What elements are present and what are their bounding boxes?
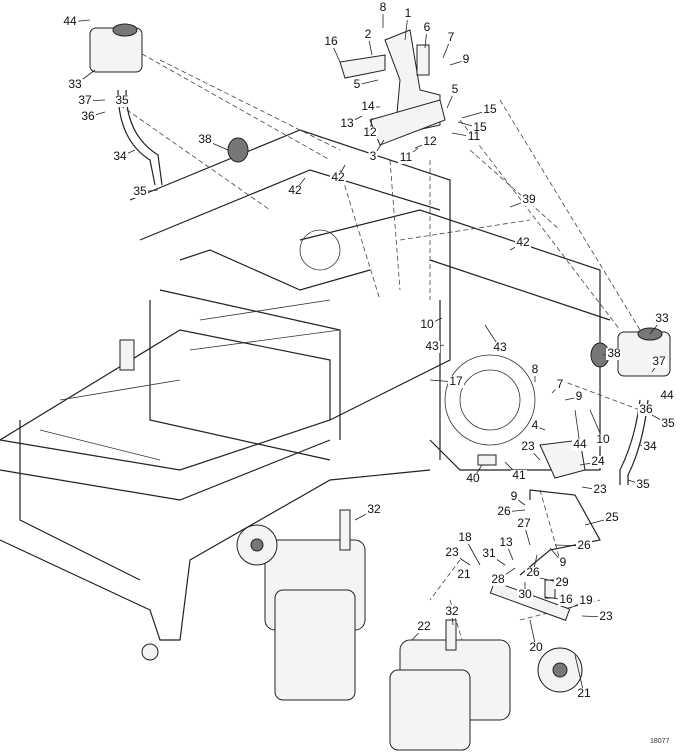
- part-callout: 1: [405, 6, 412, 20]
- part-callout: 15: [483, 102, 497, 116]
- part-callout: 7: [557, 377, 564, 391]
- part-callout: 22: [417, 619, 431, 633]
- part-callout: 29: [555, 575, 569, 589]
- part-callout: 21: [577, 686, 591, 700]
- leader-line: [574, 654, 585, 695]
- part-callout: 21: [457, 567, 471, 581]
- part-callout: 42: [331, 170, 345, 184]
- part-callout: 6: [424, 20, 431, 34]
- part-callout: 34: [113, 149, 127, 163]
- hydro-pump-right: [389, 619, 583, 751]
- part-callout: 19: [579, 593, 593, 607]
- part-callout: 13: [499, 535, 513, 549]
- part-callout: 35: [133, 184, 147, 198]
- part-callout: 23: [593, 482, 607, 496]
- part-callout: 44: [63, 14, 77, 28]
- part-callout: 9: [576, 389, 583, 403]
- part-callout: 8: [380, 0, 387, 14]
- part-callout: 30: [518, 587, 532, 601]
- part-callout: 4: [532, 418, 539, 432]
- part-callout: 23: [445, 545, 459, 559]
- part-callout: 35: [661, 416, 675, 430]
- part-callout: 20: [529, 640, 543, 654]
- part-callout: 12: [363, 125, 377, 139]
- part-callout: 39: [522, 192, 536, 206]
- part-callout: 26: [526, 565, 540, 579]
- part-callout: 36: [639, 402, 653, 416]
- part-callout: 36: [81, 109, 95, 123]
- part-callout: 3: [370, 149, 377, 163]
- part-callout: 7: [448, 30, 455, 44]
- part-callout: 31: [482, 546, 496, 560]
- part-callout: 5: [452, 82, 459, 96]
- part-callout: 28: [491, 572, 505, 586]
- part-callout: 43: [425, 339, 439, 353]
- part-callout: 26: [497, 504, 511, 518]
- part-callout: 42: [288, 183, 302, 197]
- part-callout: 10: [596, 432, 610, 446]
- part-callout: 27: [517, 516, 531, 530]
- part-callout: 40: [466, 471, 480, 485]
- part-callout: 14: [361, 99, 375, 113]
- part-callout: 24: [591, 454, 605, 468]
- part-callout: 37: [78, 93, 92, 107]
- part-callout: 44: [573, 437, 587, 451]
- part-callout: 44: [660, 388, 674, 402]
- part-callout: 11: [400, 150, 413, 164]
- part-callout: 38: [198, 132, 212, 146]
- part-callout: 25: [605, 510, 619, 524]
- part-callout: 33: [68, 77, 82, 91]
- part-callout: 42: [516, 235, 530, 249]
- part-callout: 33: [655, 311, 669, 325]
- part-callout: 32: [367, 502, 381, 516]
- part-callout: 34: [643, 439, 657, 453]
- seal-left: [227, 137, 249, 163]
- part-callout: 23: [521, 439, 535, 453]
- part-callout: 37: [652, 354, 666, 368]
- figure-number: 18077: [650, 738, 670, 745]
- mount-bracket: [339, 29, 446, 146]
- part-callout: 9: [511, 489, 518, 503]
- part-callout: 5: [354, 77, 361, 91]
- part-callout: 10: [420, 317, 434, 331]
- part-callout: 23: [599, 609, 613, 623]
- part-callout: 35: [115, 93, 129, 107]
- part-callout: 8: [532, 362, 539, 376]
- part-callout: 2: [365, 27, 372, 41]
- part-callout: 15: [473, 120, 487, 134]
- part-callout: 9: [560, 555, 567, 569]
- part-callout: 41: [512, 468, 526, 482]
- part-callout: 35: [636, 477, 650, 491]
- part-callout: 12: [423, 134, 437, 148]
- part-callout: 13: [340, 116, 354, 130]
- mower-frame: [0, 129, 611, 661]
- hydro-pump-left: [236, 509, 366, 701]
- part-callout: 18: [458, 530, 472, 544]
- hydraulic-tank-left: [89, 23, 163, 186]
- part-callout: 26: [577, 538, 591, 552]
- part-callout: 16: [559, 592, 573, 606]
- part-callout: 16: [324, 34, 338, 48]
- part-callout: 17: [449, 374, 463, 388]
- part-callout: 32: [445, 604, 459, 618]
- part-callout: 38: [607, 346, 621, 360]
- part-callout: 43: [493, 340, 507, 354]
- part-callout: 11: [468, 129, 481, 143]
- part-callout: 9: [463, 52, 470, 66]
